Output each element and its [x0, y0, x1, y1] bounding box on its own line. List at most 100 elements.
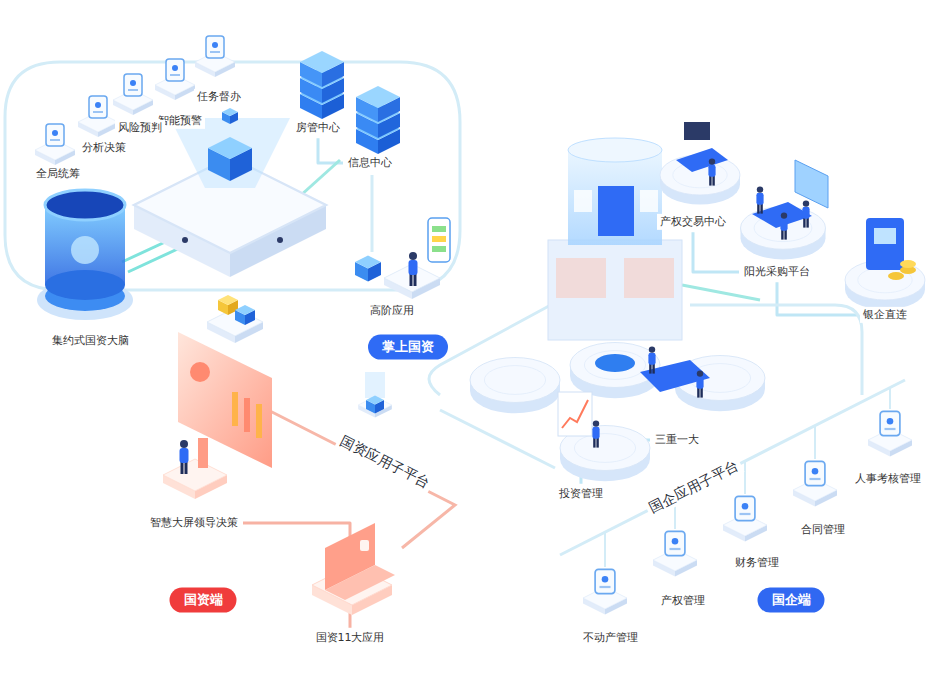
task-icon — [195, 36, 235, 77]
analysis-icon — [78, 96, 118, 137]
connector — [693, 232, 739, 272]
platform-label: 产权管理 — [658, 593, 708, 609]
platform-label: 不动产管理 — [580, 630, 641, 646]
branch-wire — [605, 387, 890, 567]
hr-icon — [868, 411, 912, 456]
pill-button: 掌上国资 — [368, 335, 448, 360]
platform-label: 任务督办 — [194, 89, 244, 105]
node-text: 三重一大 — [655, 433, 699, 447]
bank-box — [866, 218, 904, 270]
platform-label: 阳光采购平台 — [741, 264, 813, 280]
block-cube — [235, 305, 255, 325]
monitor — [684, 122, 710, 140]
node-text: 任务督办 — [197, 90, 241, 104]
platform-label: 投资管理 — [556, 486, 606, 502]
platform-band-label: 国企应用子平台 — [644, 456, 745, 519]
node-text: 掌上国资 — [382, 339, 434, 356]
platform-label: 银企直连 — [860, 307, 910, 323]
node-text: 房管中心 — [296, 121, 340, 135]
contract-icon — [793, 461, 837, 506]
tower-glass — [568, 150, 662, 245]
node-text: 投资管理 — [559, 487, 603, 501]
node-text: 国资端 — [184, 592, 223, 609]
node-text: 产权交易中心 — [660, 215, 726, 229]
node-text: 风险预判 — [118, 121, 162, 135]
person-figure — [648, 346, 655, 373]
person-figure — [756, 186, 763, 213]
phone-bar — [432, 226, 446, 232]
loop-wire — [440, 410, 555, 468]
node-text: 智慧大屏领导决策 — [150, 516, 238, 530]
bar-chart — [232, 392, 238, 426]
platform-label: 分析决策 — [79, 140, 129, 156]
round-platform — [570, 343, 660, 399]
tower-panel — [624, 258, 674, 298]
node-text: 银企直连 — [863, 308, 907, 322]
line-chart — [562, 400, 588, 428]
warning-icon — [155, 59, 195, 100]
realestate-icon — [583, 569, 627, 614]
presentation-screen — [795, 160, 828, 208]
tower-panel — [556, 258, 606, 298]
server-stack — [356, 86, 400, 154]
app-cube — [355, 256, 381, 282]
phone-panel — [428, 218, 450, 262]
bar-chart — [244, 398, 250, 432]
laptop-keyboard — [325, 565, 395, 600]
platform-band-label: 国资应用子平台 — [335, 431, 436, 494]
person-figure — [696, 370, 703, 397]
tower-panel — [574, 190, 592, 212]
node-text: 人事考核管理 — [855, 472, 921, 486]
bank-screen — [874, 228, 896, 244]
node-text: 分析决策 — [82, 141, 126, 155]
node-text: 集约式国资大脑 — [52, 334, 129, 348]
platform-label: 风险预判 — [115, 120, 165, 136]
platform-label: 集约式国资大脑 — [49, 333, 132, 349]
person-figure — [708, 158, 715, 185]
node-text: 阳光采购平台 — [744, 265, 810, 279]
risk-icon — [113, 74, 153, 115]
person-figure — [592, 420, 599, 447]
platform-label: 房管中心 — [293, 120, 343, 136]
node-text: 不动产管理 — [583, 631, 638, 645]
coin — [900, 260, 916, 268]
brain-body — [45, 270, 125, 300]
person-figure — [180, 440, 189, 474]
overview-icon — [35, 124, 75, 165]
kiosk — [198, 438, 208, 468]
server-stack — [300, 51, 344, 119]
node-text: 全局统筹 — [36, 167, 80, 181]
pill-button: 国资端 — [170, 588, 237, 613]
platform-label: 信息中心 — [345, 155, 395, 171]
node-text: 财务管理 — [735, 556, 779, 570]
loop-wire — [5, 62, 460, 290]
chip-glow — [365, 372, 385, 398]
platform-label: 合同管理 — [798, 522, 848, 538]
platform-ring — [595, 354, 635, 372]
screen-base — [163, 459, 227, 499]
holo-cube — [222, 108, 238, 124]
node-text: 国企端 — [772, 592, 811, 609]
brain-top — [45, 190, 125, 220]
wire — [371, 175, 374, 252]
node-text: 高阶应用 — [370, 304, 414, 318]
lock-icon — [360, 540, 369, 551]
brain-core — [71, 236, 99, 264]
property-icon — [653, 531, 697, 576]
finance-icon — [723, 496, 767, 541]
desk — [676, 148, 728, 172]
node-text: 产权管理 — [661, 594, 705, 608]
chart-panel — [558, 392, 592, 436]
person-figure — [802, 200, 809, 227]
phone-bar — [432, 236, 446, 242]
platform-label: 三重一大 — [652, 432, 702, 448]
chip — [366, 396, 384, 414]
pie-chart — [190, 362, 210, 382]
platform-label: 财务管理 — [732, 555, 782, 571]
bar-chart — [256, 404, 262, 438]
holo-cube — [208, 137, 252, 181]
person-figure — [409, 252, 418, 286]
platform-label: 产权交易中心 — [657, 214, 729, 230]
node-text: 合同管理 — [801, 523, 845, 537]
